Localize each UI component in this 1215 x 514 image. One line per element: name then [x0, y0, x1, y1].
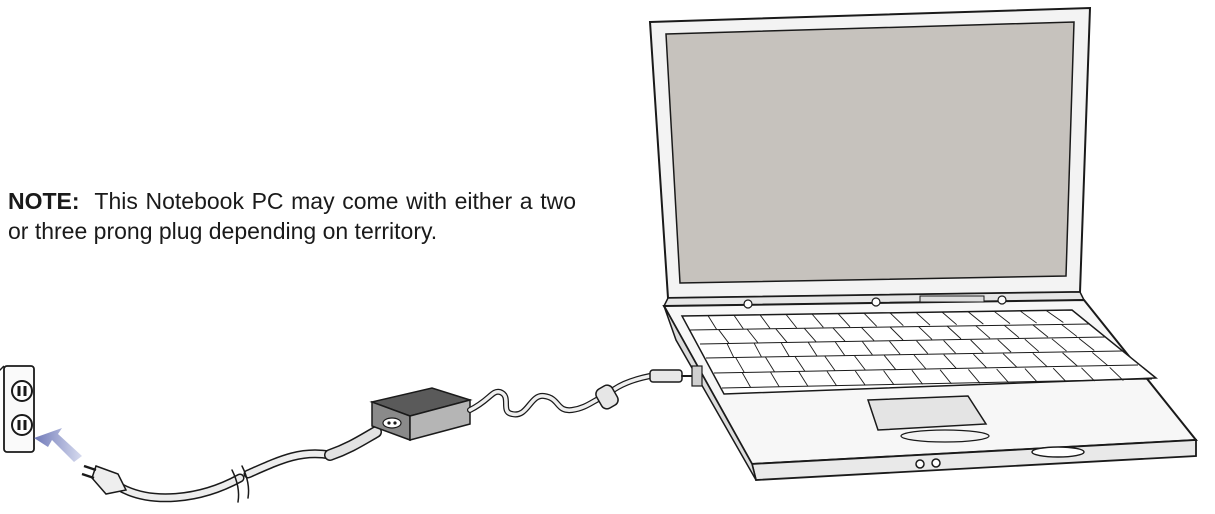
dc-cable — [470, 370, 694, 414]
ac-adapter-icon — [372, 388, 470, 440]
power-plug-icon — [82, 466, 126, 494]
notebook-pc-icon — [650, 8, 1196, 480]
power-cable — [118, 432, 376, 502]
wall-outlet-icon — [0, 366, 34, 452]
insert-arrow-icon — [34, 428, 82, 462]
